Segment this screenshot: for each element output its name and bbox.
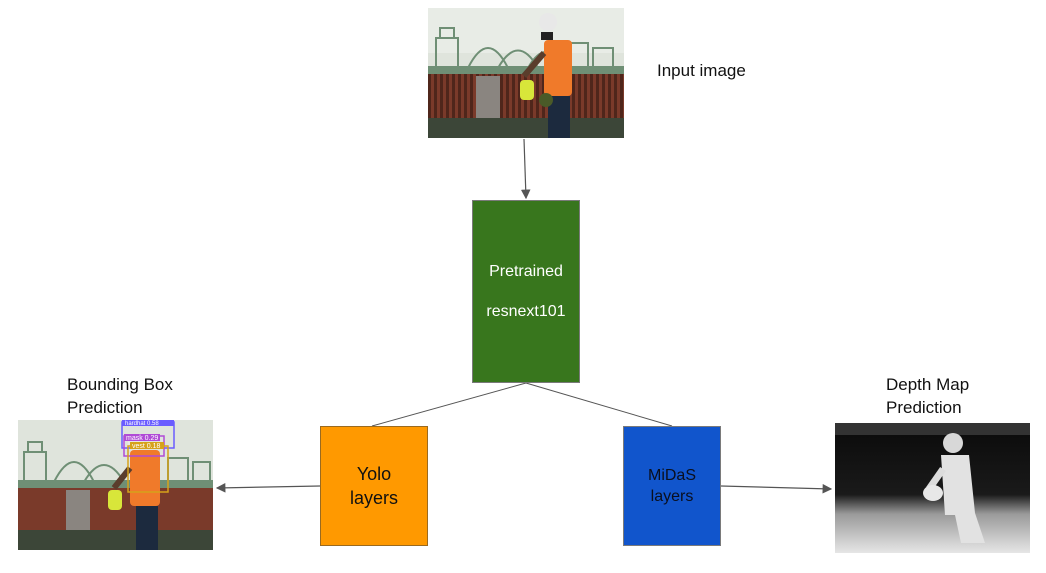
backbone-box: Pretrained resnext101 xyxy=(472,200,580,383)
input-image-label: Input image xyxy=(657,61,746,80)
backbone-line2: resnext101 xyxy=(486,302,566,320)
bbox-prediction-image: hardhat 0.58 mask 0.29 vest 0.18 xyxy=(18,420,213,550)
yolo-layers-box: Yolo layers xyxy=(320,426,428,546)
arrow-yolo-to-bbox xyxy=(215,483,321,493)
arrow-midas-to-depth xyxy=(720,483,833,494)
backbone-line1: Pretrained xyxy=(489,262,563,280)
input-image xyxy=(428,8,624,138)
yolo-line2: layers xyxy=(349,488,398,508)
yolo-line1: Yolo xyxy=(356,464,392,484)
line-backbone-to-midas xyxy=(525,382,673,427)
bbox-prediction-label: Bounding Box Prediction xyxy=(67,375,173,417)
depth-map-prediction-label: Depth Map Prediction xyxy=(886,375,970,417)
detection-label: hardhat 0.58 xyxy=(125,421,159,427)
midas-line2: layers xyxy=(650,488,694,505)
detection-label: vest 0.18 xyxy=(132,443,161,450)
detection-label: mask 0.29 xyxy=(126,435,158,442)
line-backbone-to-yolo xyxy=(371,382,527,427)
arrow-input-to-backbone xyxy=(520,138,531,200)
depth-map-image xyxy=(835,423,1030,553)
midas-layers-box: MiDaS layers xyxy=(623,426,721,546)
midas-line1: MiDaS xyxy=(647,467,696,484)
